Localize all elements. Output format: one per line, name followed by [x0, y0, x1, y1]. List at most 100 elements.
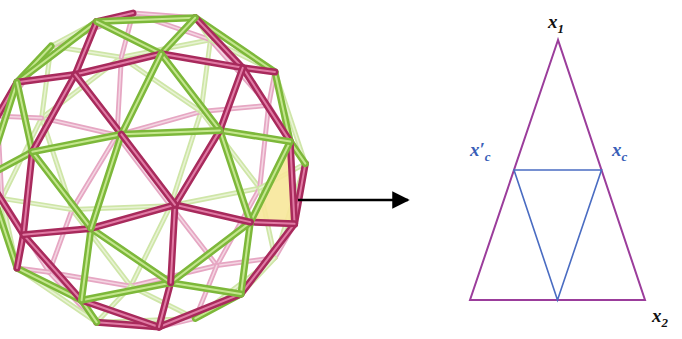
- strut: [220, 68, 243, 131]
- strut-highlight: [17, 74, 75, 82]
- strut-highlight: [117, 57, 121, 135]
- strut-highlight: [32, 152, 91, 229]
- strut: [241, 222, 250, 294]
- strut-highlight: [2, 198, 72, 209]
- strut: [2, 198, 72, 209]
- strut: [32, 134, 121, 152]
- strut: [175, 205, 250, 222]
- strut: [243, 68, 290, 142]
- strut: [75, 74, 121, 134]
- strut-highlight: [159, 294, 241, 327]
- strut: [97, 22, 161, 54]
- strut: [32, 152, 91, 229]
- strut-highlight: [161, 54, 220, 131]
- strut-highlight: [175, 205, 250, 222]
- strut-highlight: [121, 54, 161, 134]
- strut: [175, 130, 220, 204]
- vertex-label: xc: [612, 140, 627, 163]
- strut-highlight: [241, 222, 250, 294]
- strut: [75, 54, 161, 75]
- strut-highlight: [97, 18, 196, 22]
- strut: [117, 57, 121, 135]
- geodesic-sphere: [0, 13, 305, 327]
- strut-highlight: [75, 74, 121, 134]
- vertex-label: x′c: [470, 140, 491, 163]
- strut-highlight: [220, 130, 290, 141]
- strut: [17, 235, 23, 268]
- strut: [82, 283, 171, 301]
- strut: [32, 74, 75, 151]
- strut: [250, 222, 294, 224]
- strut-highlight: [0, 176, 23, 234]
- strut: [121, 134, 175, 204]
- strut: [121, 130, 220, 134]
- strut: [201, 40, 210, 112]
- strut: [91, 134, 121, 228]
- strut: [23, 152, 32, 235]
- strut-highlight: [82, 283, 171, 301]
- strut: [0, 176, 23, 234]
- strut-highlight: [250, 222, 294, 224]
- strut-highlight: [171, 222, 251, 283]
- strut: [171, 283, 241, 294]
- strut-highlight: [201, 105, 269, 111]
- strut: [290, 142, 294, 224]
- strut: [159, 294, 241, 327]
- strut: [220, 130, 250, 222]
- strut-highlight: [91, 205, 175, 229]
- strut-highlight: [17, 235, 23, 268]
- strut-highlight: [171, 205, 175, 283]
- strut-highlight: [23, 235, 81, 301]
- strut: [250, 142, 290, 222]
- strut-highlight: [201, 40, 210, 112]
- strut-highlight: [171, 283, 241, 294]
- strut: [97, 18, 196, 22]
- strut: [91, 228, 171, 282]
- strut-highlight: [23, 228, 91, 234]
- strut: [159, 283, 171, 327]
- strut-highlight: [250, 142, 290, 222]
- outer-triangle: [470, 40, 645, 300]
- inner-triangle: [514, 170, 602, 300]
- strut: [17, 82, 32, 152]
- strut: [171, 205, 175, 283]
- strut-highlight: [82, 300, 159, 327]
- strut: [161, 18, 195, 54]
- strut-highlight: [82, 228, 91, 300]
- strut: [220, 130, 290, 141]
- strut-highlight: [97, 22, 161, 54]
- strut-highlight: [121, 134, 175, 204]
- strut-highlight: [117, 135, 171, 205]
- strut-highlight: [159, 283, 171, 327]
- strut: [201, 105, 269, 111]
- strut-highlight: [23, 152, 32, 235]
- strut-highlight: [75, 54, 161, 75]
- strut-highlight: [17, 82, 32, 152]
- strut: [171, 222, 251, 283]
- strut: [161, 54, 220, 131]
- pointer-arrow: [298, 199, 408, 202]
- strut: [121, 54, 161, 134]
- strut-highlight: [243, 68, 290, 142]
- strut-highlight: [121, 130, 220, 134]
- strut: [23, 235, 81, 301]
- strut-highlight: [91, 228, 171, 282]
- strut-highlight: [161, 18, 195, 54]
- strut: [82, 228, 91, 300]
- strut-highlight: [220, 68, 243, 131]
- strut: [23, 228, 91, 234]
- highlighted-face: [250, 142, 294, 224]
- strut: [17, 74, 75, 82]
- strut-highlight: [175, 130, 220, 204]
- strut: [82, 300, 159, 327]
- strut-highlight: [91, 134, 121, 228]
- strut-highlight: [220, 130, 250, 222]
- strut-highlight: [32, 134, 121, 152]
- strut-highlight: [290, 142, 294, 224]
- strut-highlight: [32, 74, 75, 151]
- vertex-label: x1: [548, 12, 564, 35]
- strut-highlight: [260, 105, 269, 188]
- strut: [260, 105, 269, 188]
- vertex-label: x2: [652, 306, 668, 329]
